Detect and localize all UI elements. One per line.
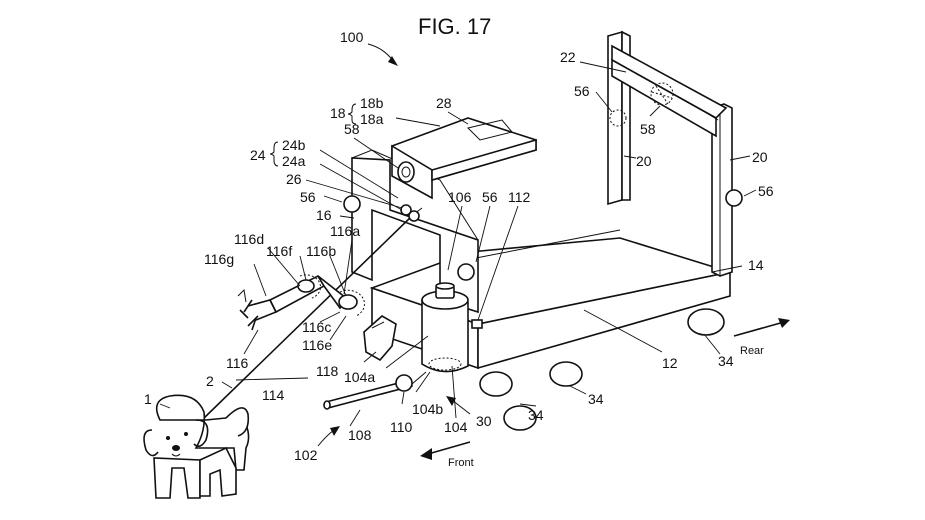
label-102: 102 [294,447,318,463]
arrow-100 [368,44,398,66]
label-116c: 116c [302,319,331,335]
label-118: 118 [316,363,339,379]
label-104: 104 [444,419,468,435]
label-116g: 116g [204,251,234,267]
label-58-front: 58 [344,121,360,137]
label-34-mid: 34 [528,407,544,423]
label-104b: 104b [412,401,443,417]
label-24: 24 [250,147,266,163]
label-56-right: 56 [758,183,774,199]
label-100: 100 [340,29,364,45]
label-1: 1 [144,391,152,407]
label-20-left: 20 [636,153,652,169]
label-56-center: 56 [482,189,498,205]
label-56-rear: 56 [574,83,590,99]
dog [144,395,249,498]
sensor-56-right [726,190,742,206]
label-116d: 116d [234,231,264,247]
sensor-56-left [344,196,360,212]
label-24b: 24b [282,137,306,153]
label-front: Front [448,457,474,469]
label-14: 14 [748,257,764,273]
label-20-right: 20 [752,149,768,165]
label-22: 22 [560,49,576,65]
label-112: 112 [508,189,531,205]
label-2: 2 [206,373,214,389]
label-116: 116 [226,355,249,371]
label-116b: 116b [306,243,336,259]
label-56-left: 56 [300,189,316,205]
label-26: 26 [286,171,302,187]
label-30: 30 [476,413,492,429]
label-rear: Rear [740,345,764,357]
label-12: 12 [662,355,678,371]
rear-arrow [734,318,790,336]
label-104a: 104a [344,369,375,385]
label-110: 110 [390,419,413,435]
label-18a: 18a [360,111,384,127]
label-116e: 116e [302,337,332,353]
label-116f: 116f [266,243,292,259]
label-34-rear: 34 [718,353,734,369]
label-24a: 24a [282,153,306,169]
arrow-102 [318,426,340,446]
label-116a: 116a [330,223,360,239]
label-114: 114 [262,387,285,403]
label-18: 18 [330,105,346,121]
label-106: 106 [448,189,472,205]
label-16: 16 [316,207,332,223]
label-34-back: 34 [588,391,604,407]
waste-bag [364,316,396,360]
figure-title: FIG. 17 [418,14,491,39]
label-108: 108 [348,427,372,443]
arrow-30 [446,396,470,414]
label-28: 28 [436,95,452,111]
sensor-56-center [458,264,474,280]
label-18b: 18b [360,95,384,111]
label-58-rear: 58 [640,121,656,137]
camera-unit [392,118,536,198]
brace-24 [270,142,278,166]
